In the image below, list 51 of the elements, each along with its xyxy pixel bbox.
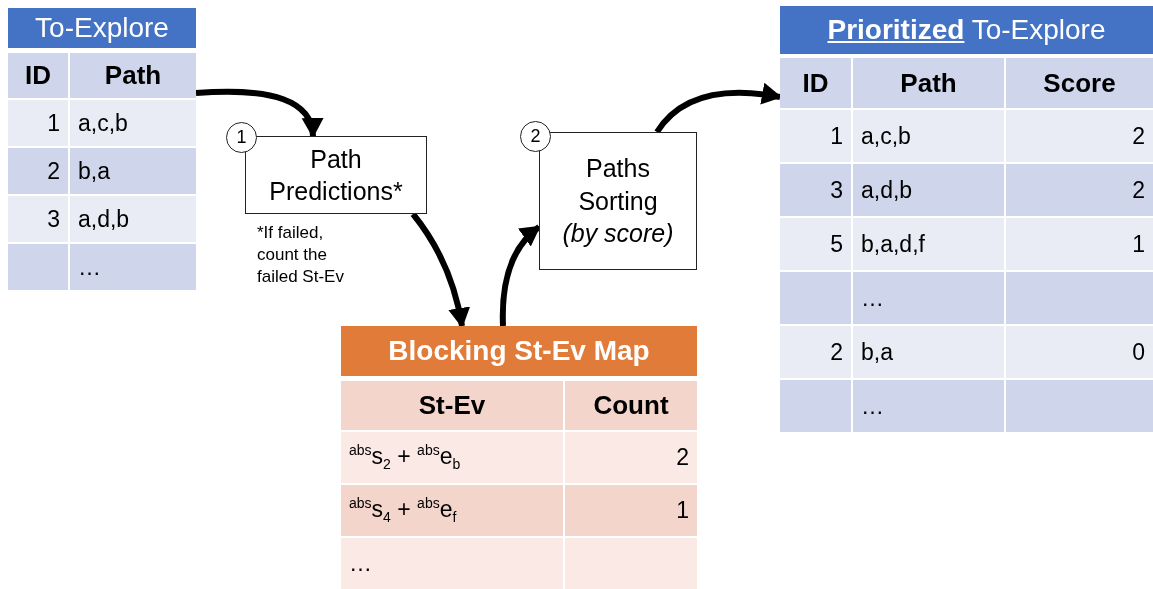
table-cell: a,d,b bbox=[853, 164, 1004, 216]
table-title: Blocking St-Ev Map bbox=[341, 326, 697, 376]
step-number: 1 bbox=[226, 122, 257, 153]
table-cell: 1 bbox=[565, 485, 697, 536]
column-header: Path bbox=[853, 58, 1004, 108]
table-cell: 3 bbox=[8, 196, 68, 242]
step-number: 2 bbox=[520, 121, 551, 152]
curved-arrow bbox=[654, 83, 782, 134]
curved-arrow bbox=[499, 224, 541, 327]
table-title: To-Explore bbox=[8, 8, 196, 48]
table-cell: a,c,b bbox=[853, 110, 1004, 162]
table-cell: 2 bbox=[565, 432, 697, 483]
curved-arrow bbox=[195, 88, 322, 138]
table-cell: … bbox=[70, 244, 196, 290]
table-cell: a,d,b bbox=[70, 196, 196, 242]
table-cell: … bbox=[853, 272, 1004, 324]
table-cell: 1 bbox=[1006, 218, 1153, 270]
table-cell: … bbox=[341, 538, 563, 589]
table-cell: 0 bbox=[1006, 326, 1153, 378]
table-cell: a,c,b bbox=[70, 100, 196, 146]
footnote: *If failed, count the failed St-Ev bbox=[257, 222, 345, 289]
data-table bbox=[341, 326, 697, 589]
column-header: St-Ev bbox=[341, 381, 563, 430]
table-cell: b,a bbox=[853, 326, 1004, 378]
table-cell: 3 bbox=[780, 164, 851, 216]
curved-arrow bbox=[410, 212, 470, 328]
table-cell: 1 bbox=[780, 110, 851, 162]
table-cell: 1 bbox=[8, 100, 68, 146]
table-cell: $^{abs}$s$_{4}$ + $^{abs}$e$_{f}$ bbox=[341, 485, 563, 536]
data-table bbox=[8, 8, 196, 290]
data-table bbox=[780, 6, 1153, 432]
table-cell: b,a bbox=[70, 148, 196, 194]
table-cell: 2 bbox=[780, 326, 851, 378]
process-box bbox=[539, 132, 697, 270]
box-label: (by score) bbox=[561, 218, 675, 250]
column-header: ID bbox=[780, 58, 851, 108]
process-box bbox=[245, 136, 427, 214]
box-label: Paths Sorting bbox=[577, 153, 659, 217]
column-header: Count bbox=[565, 381, 697, 430]
table-cell: b,a,d,f bbox=[853, 218, 1004, 270]
box-label: Path Predictions* bbox=[268, 143, 404, 207]
table-cell: 2 bbox=[1006, 164, 1153, 216]
table-title: Prioritized To-Explore bbox=[780, 6, 1153, 54]
column-header: Path bbox=[70, 53, 196, 98]
table-cell: 5 bbox=[780, 218, 851, 270]
table-cell: $^{abs}$s$_{2}$ + $^{abs}$e$_{b}$ bbox=[341, 432, 563, 483]
column-header: Score bbox=[1006, 58, 1153, 108]
table-cell: … bbox=[853, 380, 1004, 432]
table-cell: 2 bbox=[1006, 110, 1153, 162]
column-header: ID bbox=[8, 53, 68, 98]
table-cell: 2 bbox=[8, 148, 68, 194]
